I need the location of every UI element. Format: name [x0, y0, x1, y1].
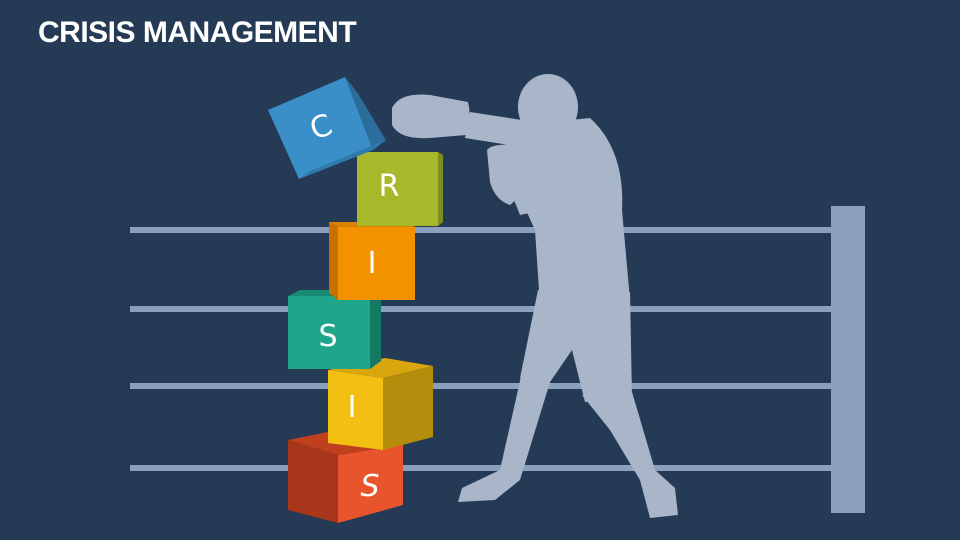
block-c-blue: C [268, 77, 386, 179]
crisis-blocks: S I S I R [268, 77, 443, 523]
ring-ropes [130, 227, 832, 471]
boxer-silhouette-icon [392, 74, 678, 518]
ring-rope-3 [130, 383, 832, 389]
block-i-yellow: I [328, 358, 433, 450]
block-letter: I [348, 390, 357, 425]
block-s-teal: S [288, 290, 381, 369]
ring-rope-2 [130, 306, 832, 312]
block-r-green: R [357, 152, 443, 226]
block-letter: R [379, 169, 400, 204]
ring-rope-4 [130, 465, 832, 471]
slide-title: CRISIS MANAGEMENT [38, 16, 357, 49]
block-letter: I [368, 246, 377, 281]
block-letter: S [318, 319, 337, 354]
block-i-orange: I [329, 222, 415, 300]
ring-post [831, 206, 865, 513]
ring-rope-1 [130, 227, 832, 233]
block-letter: S [360, 469, 379, 504]
